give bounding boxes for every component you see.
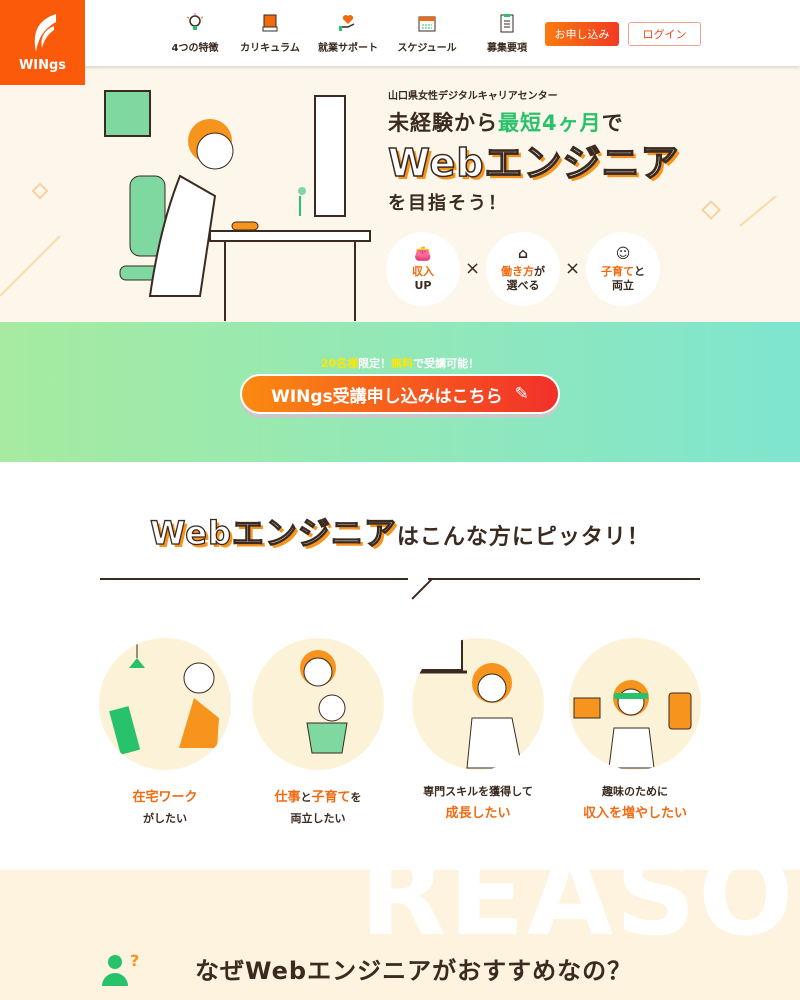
clipboard-icon xyxy=(500,14,514,33)
house-icon: ⌂ xyxy=(517,245,529,262)
illustration-income xyxy=(569,638,701,770)
divider xyxy=(428,578,700,580)
person-question-icon: ? xyxy=(102,952,139,986)
section-title: Webエンジニアはこんな方にピッタリ！ xyxy=(149,513,650,552)
divider xyxy=(100,578,408,580)
nav-label: スケジュール xyxy=(397,43,457,54)
cta-band: 20名様限定！無料で受講可能！ WINgs受講申し込みはこちら✎ xyxy=(0,322,800,462)
caption-childcare: 仕事と子育てを両立したい xyxy=(274,790,362,826)
illustration-skill xyxy=(412,638,544,770)
baby-icon: ☺ xyxy=(615,245,631,262)
nav-label: カリキュラム xyxy=(240,43,300,54)
apply-cta-button[interactable]: WINgs受講申し込みはこちら✎ xyxy=(240,374,560,414)
illustration-remote-work xyxy=(99,638,231,770)
hero-subtitle: 山口県女性デジタルキャリアセンター xyxy=(388,91,558,102)
hero-illustration xyxy=(0,90,371,321)
hero: 山口県女性デジタルキャリアセンター 未経験から最短4ヶ月で Webエンジニア を… xyxy=(0,66,800,322)
header: 4つの特徴 カリキュラム 就業サポート スケジュール 募集要項 お申し込み ログ… xyxy=(0,0,800,66)
reason-section: REASON ? なぜWebエンジニアがおすすめなの？ xyxy=(0,870,800,1000)
hero-tagline: を目指そう！ xyxy=(388,193,508,214)
badge-childcare: ☺子育てと両立 xyxy=(586,232,660,306)
login-button[interactable]: ログイン xyxy=(628,22,701,46)
reason-title: なぜWebエンジニアがおすすめなの？ xyxy=(195,957,633,985)
nav-requirements[interactable]: 募集要項 xyxy=(467,12,547,54)
times-sign: × xyxy=(565,258,581,279)
hero-headline: 未経験から最短4ヶ月で xyxy=(388,111,624,135)
nav-schedule[interactable]: スケジュール xyxy=(387,12,467,54)
lightbulb-icon xyxy=(186,13,204,30)
nav-job-support[interactable]: 就業サポート xyxy=(308,12,388,54)
caption-income: 趣味のために収入を増やしたい xyxy=(582,785,687,821)
illustration-childcare xyxy=(252,638,384,770)
caption-remote-work: 在宅ワークがしたい xyxy=(132,790,198,826)
hand-heart-icon xyxy=(339,15,355,31)
times-sign: × xyxy=(465,258,481,279)
purse-icon: 👛 xyxy=(414,245,432,262)
logo[interactable]: WINgs xyxy=(0,0,85,85)
apply-button[interactable]: お申し込み xyxy=(545,22,619,46)
nav-features[interactable]: 4つの特徴 xyxy=(155,12,235,54)
svg-text:?: ? xyxy=(130,952,139,970)
hero-big-title: Webエンジニア xyxy=(387,140,680,186)
caption-skill: 専門スキルを獲得して成長したい xyxy=(423,785,533,821)
calendar-icon xyxy=(418,16,436,32)
pen-icon: ✎ xyxy=(514,384,529,404)
badge-workstyle: ⌂働き方が選べる xyxy=(486,232,560,306)
nav-label: 就業サポート xyxy=(318,43,378,54)
cta-limit-note: 20名様限定！無料で受講可能！ xyxy=(320,357,480,370)
hero-decoration xyxy=(701,196,778,227)
wing-logo-icon xyxy=(34,14,56,52)
divider xyxy=(411,578,433,600)
laptop-code-icon xyxy=(262,14,278,32)
reason-watermark: REASON xyxy=(360,870,800,961)
nav-label: 4つの特徴 xyxy=(171,43,219,54)
nav-curriculum[interactable]: カリキュラム xyxy=(230,12,310,54)
nav-label: 募集要項 xyxy=(487,43,527,54)
logo-text: WINgs xyxy=(18,58,67,73)
